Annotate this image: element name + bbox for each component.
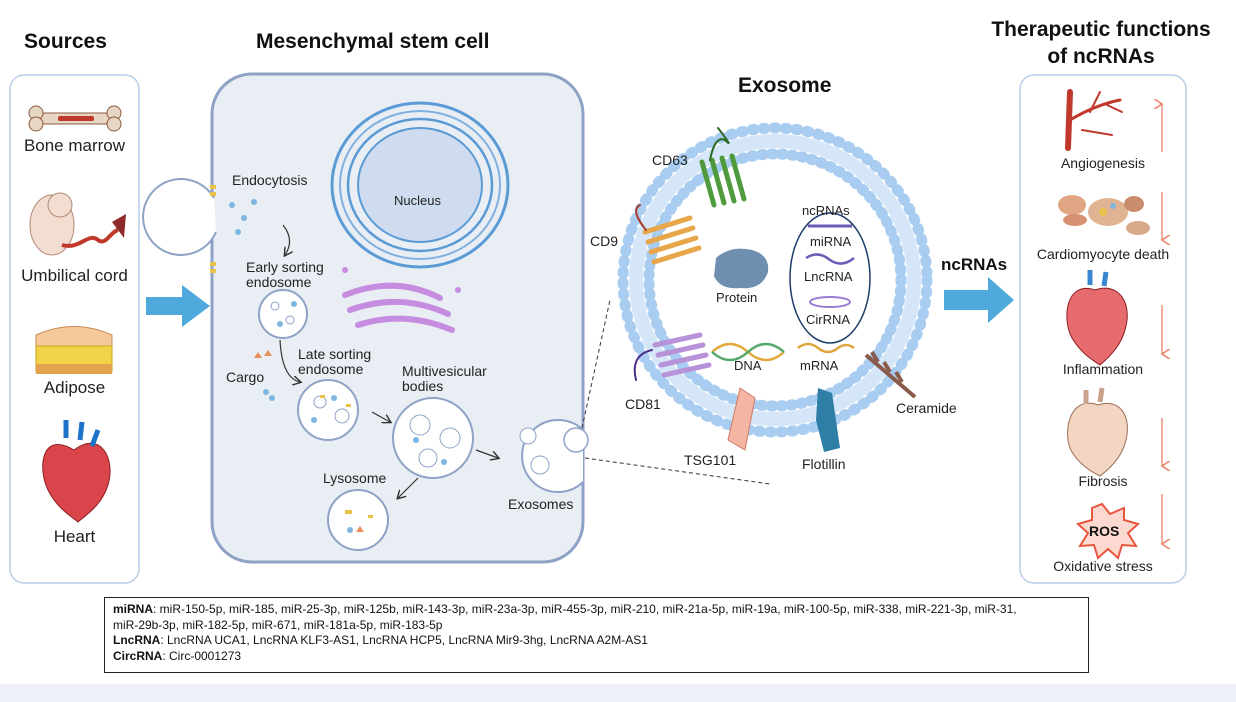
golgi-apparatus: [342, 267, 461, 333]
protein-label: Protein: [716, 290, 758, 305]
msc-title: Mesenchymal stem cell: [256, 30, 490, 53]
function-inflammation: Inflammation: [1062, 361, 1144, 377]
cd63-label: CD63: [652, 152, 688, 168]
ncrnas-inner-label: ncRNAs: [802, 203, 850, 218]
late-sorting-label-2: endosome: [298, 361, 364, 377]
therapeutic-title-line1: Therapeutic functions: [991, 18, 1211, 41]
flotillin-protein: [816, 388, 840, 452]
late-sorting-label-1: Late sorting: [298, 346, 372, 362]
source-umbilical-cord: Umbilical cord: [21, 266, 128, 285]
exosome-to-functions-arrow: [944, 277, 1014, 323]
late-sorting-endosome: [297, 379, 359, 441]
cargo-label: Cargo: [226, 369, 265, 385]
cirrna-label: CirRNA: [806, 312, 851, 327]
flotillin-label: Flotillin: [802, 456, 846, 472]
function-angiogenesis: Angiogenesis: [1060, 155, 1146, 171]
legend-lncrna-key: LncRNA: [113, 633, 161, 647]
lysosome: [327, 489, 389, 551]
mvb-label-1: Multivesicular: [402, 363, 487, 379]
ros-burst-icon: [1075, 502, 1141, 560]
cd9-protein: [635, 204, 702, 265]
function-oxidative-stress: Oxidative stress: [1053, 558, 1153, 574]
endocytosis-label: Endocytosis: [232, 172, 308, 188]
exosome-release: [519, 419, 589, 493]
legend-lncrna-list: : LncRNA UCA1, LncRNA KLF3-AS1, LncRNA H…: [160, 633, 648, 647]
source-adipose: Adipose: [43, 378, 106, 397]
early-sorting-label-1: Early sorting: [246, 259, 324, 275]
exosome-title: Exosome: [738, 74, 832, 97]
legend-circrna-line: CircRNA: Circ-0001273: [113, 649, 1080, 665]
cardiomyocyte-icon: [1058, 195, 1150, 235]
mirna-label: miRNA: [810, 234, 852, 249]
tsg101-label: TSG101: [684, 452, 737, 468]
angiogenesis-icon: [1065, 89, 1123, 151]
legend-mirna-line: miRNA: miR-150-5p, miR-185, miR-25-3p, m…: [113, 602, 1080, 618]
source-bone-marrow: Bone marrow: [23, 136, 126, 155]
mvb-label-2: bodies: [402, 378, 444, 394]
legend-mirna-key: miRNA: [113, 602, 154, 616]
early-sorting-label-2: endosome: [246, 274, 312, 290]
legend-mirna-list-2: miR-29b-3p, miR-182-5p, miR-671, miR-181…: [113, 617, 443, 632]
early-sorting-endosome: [258, 289, 308, 339]
lncrna-label: LncRNA: [804, 269, 853, 284]
function-cardiomyocyte-death: Cardiomyocyte death: [1036, 246, 1170, 262]
inflammation-icon: [1066, 270, 1128, 366]
nucleus-label: Nucleus: [394, 193, 441, 208]
nucleus: [330, 101, 510, 269]
ncrna-legend: miRNA: miR-150-5p, miR-185, miR-25-3p, m…: [104, 597, 1089, 673]
legend-circrna-key: CircRNA: [113, 648, 163, 663]
dna-strand: [711, 342, 785, 362]
ncrnas-arrow-label: ncRNAs: [941, 255, 1008, 274]
bottom-strip: [0, 684, 1236, 702]
mrna-label: mRNA: [800, 358, 839, 373]
exosomes-label: Exosomes: [508, 496, 574, 512]
source-heart: Heart: [53, 527, 96, 546]
ros-badge: ROS: [1089, 523, 1120, 539]
ceramide: [864, 350, 917, 399]
mrna-strand: [797, 342, 855, 354]
function-fibrosis: Fibrosis: [1078, 473, 1128, 489]
ncrna-oval: [789, 212, 871, 344]
multivesicular-body: [392, 397, 474, 479]
heart-icon-source: [42, 420, 111, 523]
dna-label: DNA: [734, 358, 762, 373]
endocytosis-vesicle: [142, 178, 257, 273]
cd81-protein: [633, 332, 712, 381]
bone-icon: [28, 105, 122, 132]
legend-mirna-list: : miR-150-5p, miR-185, miR-25-3p, miR-12…: [153, 602, 1017, 616]
ceramide-label: Ceramide: [896, 400, 957, 416]
exosome-membrane: [617, 122, 933, 438]
cd63-protein: [699, 127, 747, 208]
legend-circrna-list: : Circ-0001273: [162, 648, 242, 663]
cargo-particles: [254, 350, 275, 401]
cd9-label: CD9: [590, 233, 619, 249]
sources-title: Sources: [24, 30, 107, 53]
adipose-icon: [35, 326, 113, 374]
source-to-cell-arrow: [146, 285, 210, 327]
fibrosis-icon: [1067, 387, 1128, 477]
protein-blob: [714, 248, 769, 289]
legend-lncrna-line: LncRNA: LncRNA UCA1, LncRNA KLF3-AS1, Ln…: [113, 633, 1080, 649]
lysosome-label: Lysosome: [323, 470, 387, 486]
cd81-label: CD81: [625, 396, 661, 412]
therapeutic-title-line2: of ncRNAs: [1047, 45, 1155, 68]
umbilical-cord-icon: [29, 192, 126, 256]
tsg101-protein: [727, 387, 756, 451]
